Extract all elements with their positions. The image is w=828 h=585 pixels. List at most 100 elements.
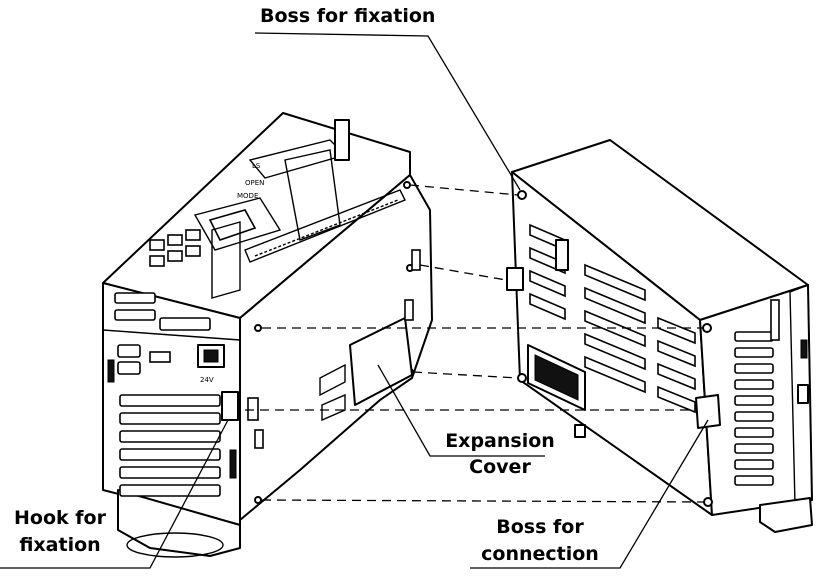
side-boss-3 [403,181,411,189]
leader-hook-fixation [0,419,229,569]
label-expansion-line1: Expansion [445,430,555,452]
label-boss-fixation: Boss for fixation [260,5,435,27]
front-vent-lower-1 [119,394,221,407]
exp-vent-b2 [584,286,646,325]
main-module-io-pins [254,199,399,257]
exp-front-clip [797,384,809,404]
front-vent-top-1 [114,292,156,304]
main-module-terminal-5 [167,250,183,262]
side-hook-slot-3 [247,397,259,421]
exp-vent-c3 [657,362,696,391]
main-module-terminal-block [284,149,341,241]
side-clip-1 [319,363,346,397]
leader-boss-connection [470,419,709,569]
exp-front-slot [770,299,780,341]
front-vent-lower-4 [119,448,221,461]
front-vent-mid-1 [117,344,141,358]
front-vent-lower-6 [119,484,221,497]
exp-vent-a4 [529,292,566,321]
main-module-terminal-3 [185,229,201,241]
expansion-boss-mid [702,323,712,333]
label-boss-conn-line1: Boss for [496,516,584,538]
main-module-open-text: OPEN [245,179,264,187]
front-voltage-text: 24V [200,376,214,384]
main-module-mode-text: MODE [237,192,258,200]
side-boss-1 [254,324,262,332]
exp-vent-c4 [657,385,696,414]
exp-front-vent-2 [734,347,774,358]
front-vent-lower-3 [119,430,221,443]
exp-front-vent-9 [734,459,774,470]
exp-front-vent-1 [734,331,774,342]
exp-front-vent-6 [734,411,774,422]
expansion-front-vents [734,299,780,486]
main-module-lever [334,119,350,161]
front-vent-mid-2 [117,361,141,375]
side-hook-slot-2 [404,299,414,321]
main-module-clip [211,221,241,299]
main-module-terminal-4 [149,255,165,267]
expansion-boss-low [517,373,527,383]
alignment-lines [245,184,705,503]
front-vent-top-2 [114,309,156,321]
main-module-terminal-1 [149,239,165,251]
exp-front-vent-8 [734,443,774,454]
align-line-6 [261,499,705,503]
label-hook-line2: fixation [19,534,100,556]
front-power-socket [203,349,219,363]
front-side-tab [107,359,115,383]
label-boss-conn-line2: connection [481,543,599,565]
expansion-cover-shape [349,317,413,406]
front-vent-lower-2 [119,412,221,425]
exp-vent-b4 [584,332,646,371]
main-module-hook [221,391,239,421]
align-line-4 [412,371,519,379]
main-module-terminal-6 [185,245,201,257]
main-plc-module: LS OPEN MODE 24V [102,112,433,558]
exp-front-vent-7 [734,427,774,438]
expansion-boss-top [517,190,527,200]
exp-front-vent-5 [734,395,774,406]
label-expansion-line2: Cover [469,456,531,478]
expansion-boss-bottom [703,497,713,507]
exp-front-vent-10 [734,475,774,486]
expansion-module [506,139,813,533]
front-divider [102,329,241,341]
expansion-connector-pins [534,354,579,401]
main-module-logo: LS [252,162,261,170]
expansion-side-hook [506,267,524,291]
main-module-port-socket [208,209,257,241]
side-hook-slot [411,249,421,271]
main-module-base-foot [126,532,224,558]
expansion-top-hook [555,239,569,271]
exp-front-latch [800,339,808,359]
align-line-2 [419,264,507,281]
leader-expansion-cover [377,364,545,457]
front-vent-lower-5 [119,466,221,479]
boss-for-connection [695,394,721,429]
leader-lines [0,32,709,569]
exp-vent-c2 [657,339,696,368]
main-module-din-base [117,489,241,557]
main-module-comm-port [193,197,282,251]
align-line-1 [409,184,519,196]
side-boss-2 [254,496,262,504]
front-slot [159,317,211,331]
side-hook-slot-4 [254,429,264,449]
main-module-io-strip [244,189,406,263]
front-vents-lower [119,394,221,497]
expansion-din-base [759,497,813,533]
front-power-slot [149,351,171,363]
exp-front-vent-4 [734,379,774,390]
exp-vent-b1 [584,263,646,302]
front-side-latch [229,449,237,479]
side-clip-2 [321,393,346,422]
main-module-terminal-2 [167,234,183,246]
label-hook-line1: Hook for [14,507,107,529]
exp-vent-b5 [584,355,646,394]
exp-front-vent-3 [734,363,774,374]
exp-vent-a3 [529,269,566,298]
leader-boss-fixation [254,32,521,191]
expansion-bottom-tab [574,424,586,438]
